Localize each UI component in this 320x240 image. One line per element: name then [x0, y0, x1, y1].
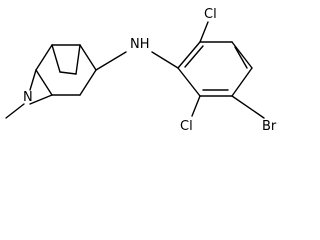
molecule-structure: N NH Cl Cl Br	[0, 0, 292, 137]
chlorine-top-label: Cl	[204, 7, 217, 22]
bond	[35, 44, 53, 71]
substituent-bonds	[191, 21, 265, 119]
ring-nitrogen-label: N	[23, 90, 33, 105]
bond	[51, 44, 61, 73]
amine-label: NH	[130, 37, 150, 52]
bond	[29, 94, 53, 105]
bond	[177, 41, 201, 69]
aromatic-ring	[177, 41, 253, 97]
bond	[231, 41, 253, 69]
bond	[177, 67, 201, 97]
bond	[95, 51, 127, 71]
bond	[79, 69, 97, 96]
double-bond	[184, 45, 204, 68]
bond	[231, 67, 253, 97]
bond	[151, 51, 179, 69]
bond	[75, 44, 81, 75]
amine-link	[95, 51, 179, 71]
bromine-label: Br	[262, 119, 277, 134]
bicyclic-framework	[5, 44, 97, 119]
double-bond	[234, 46, 248, 69]
methyl-bond	[5, 103, 25, 119]
chlorine-bottom-bond	[191, 95, 201, 117]
bond	[29, 69, 37, 91]
bond	[59, 71, 77, 75]
chlorine-bottom-label: Cl	[180, 119, 193, 134]
bond	[79, 44, 97, 71]
diagram-background	[0, 0, 292, 137]
chlorine-top-bond	[199, 21, 209, 43]
bond	[35, 69, 53, 96]
bromine-bond	[231, 95, 265, 119]
